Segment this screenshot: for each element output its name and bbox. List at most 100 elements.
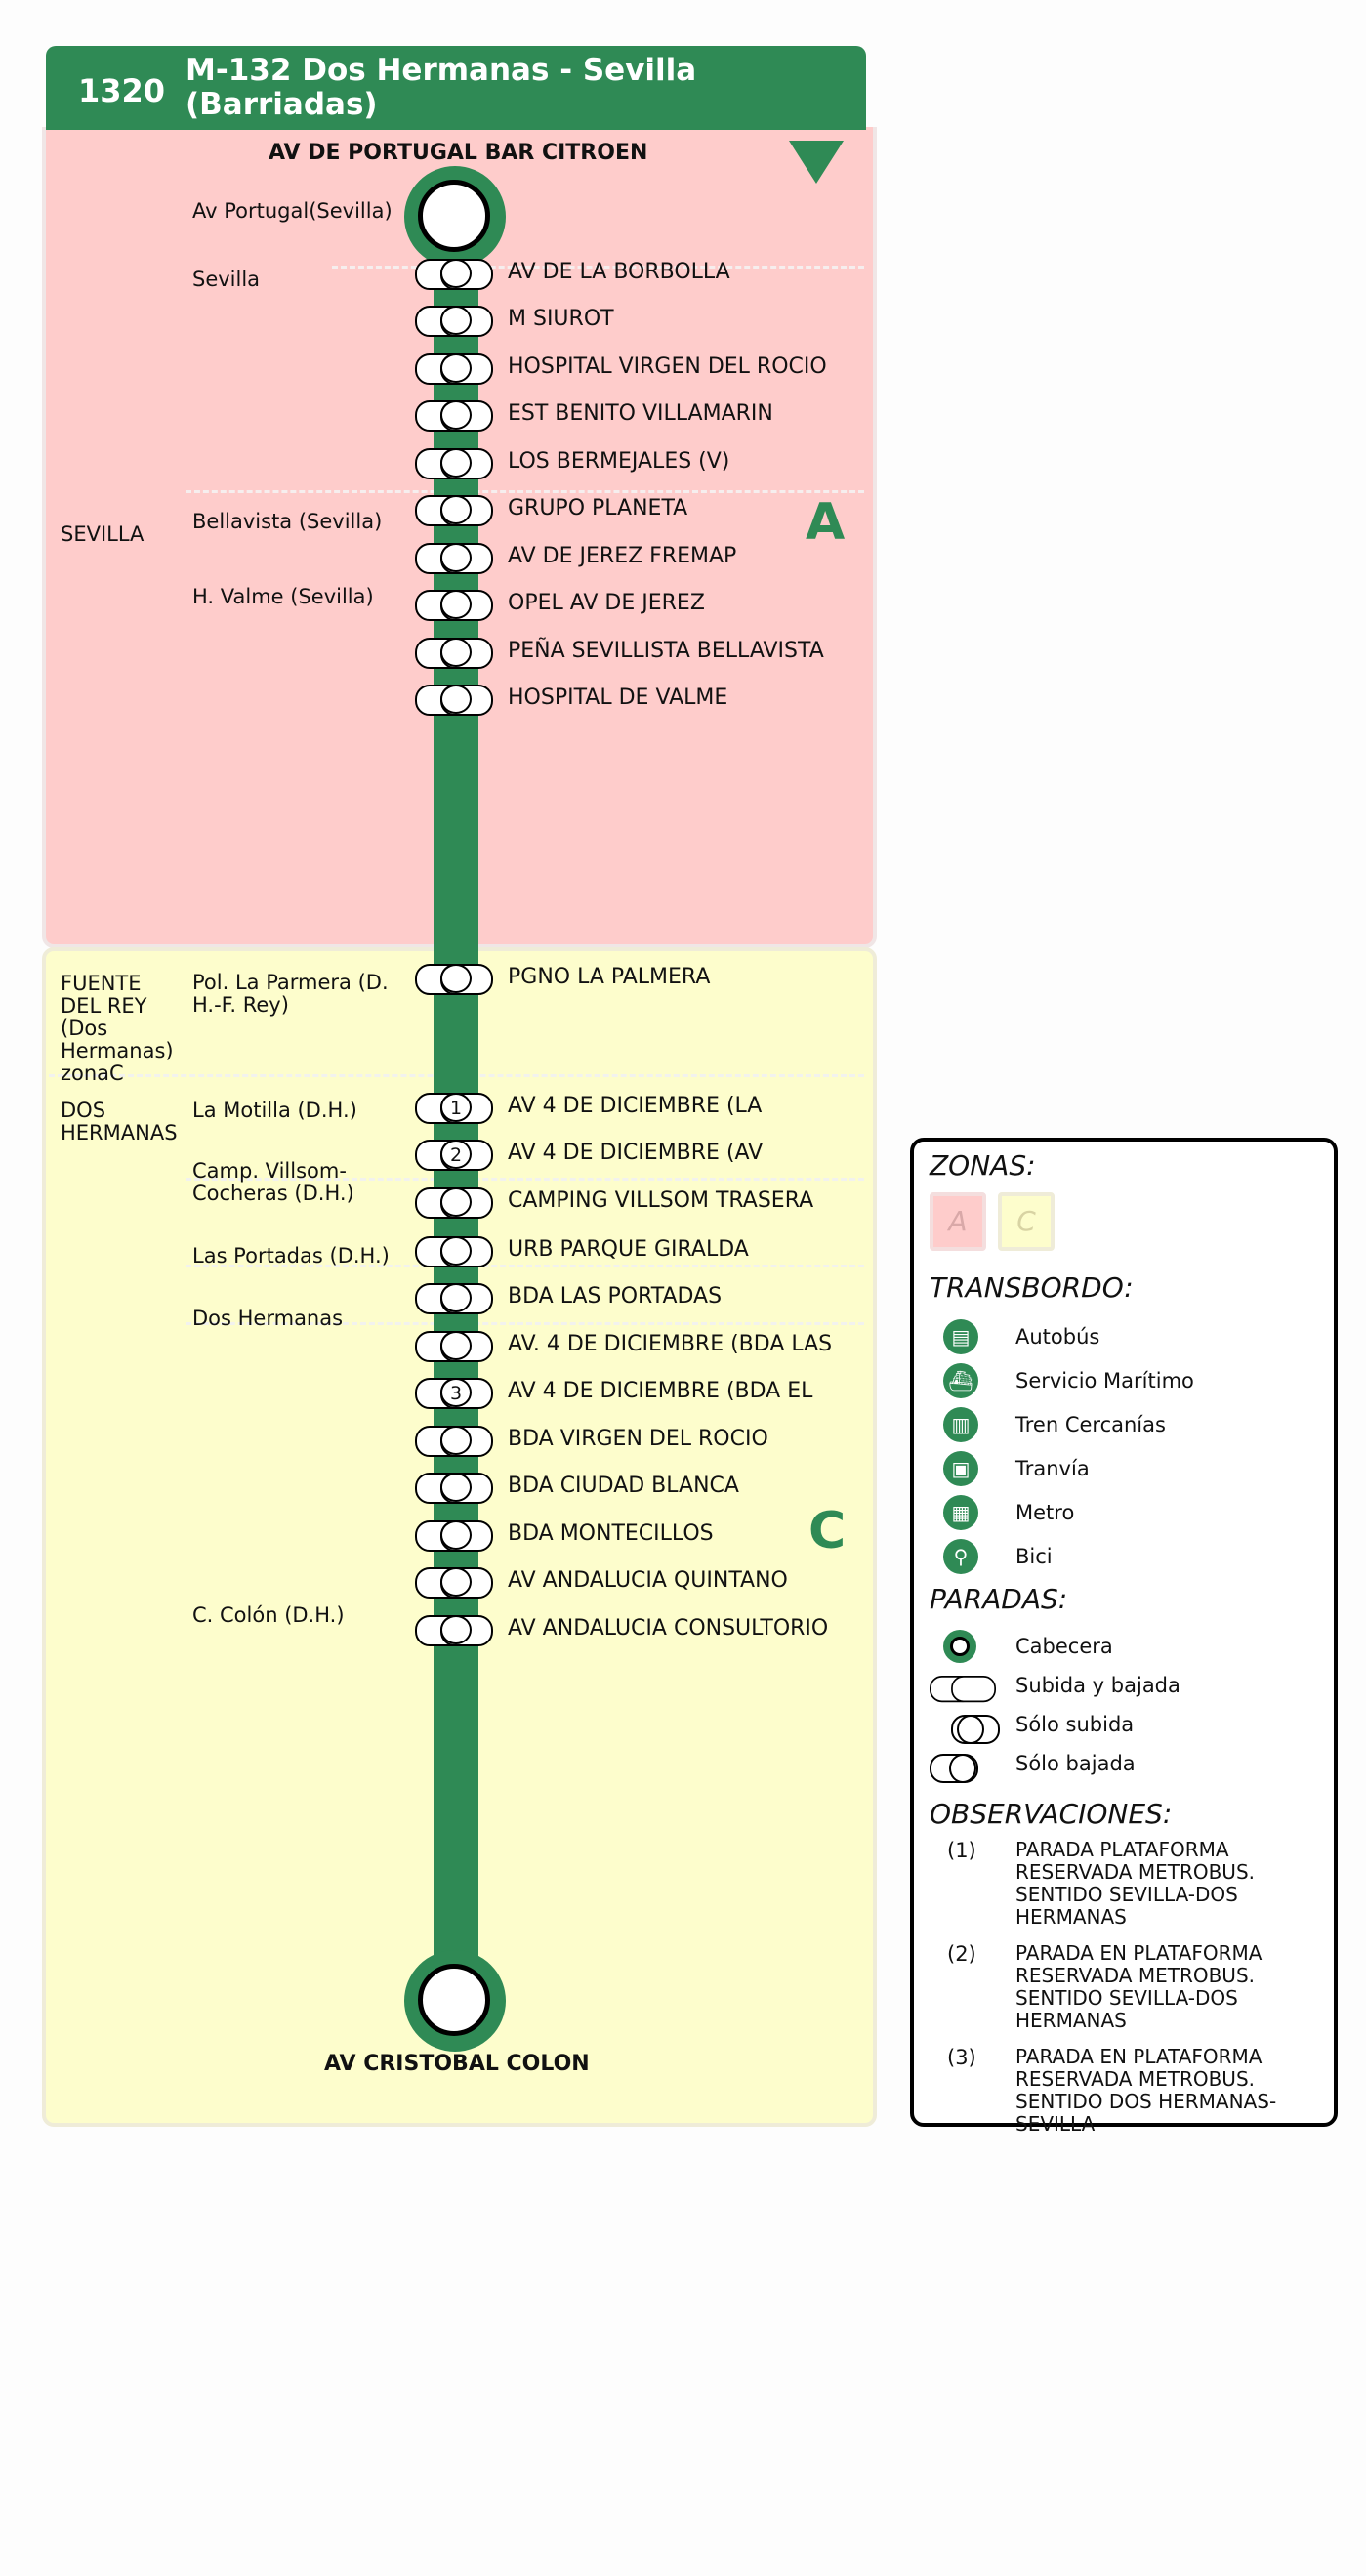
stop-marker: 1 bbox=[415, 1093, 493, 1124]
area-label: Bellavista (Sevilla) bbox=[192, 510, 383, 533]
stop-marker bbox=[415, 590, 493, 621]
stop-circle bbox=[440, 306, 472, 335]
municipality-sevilla: SEVILLA bbox=[61, 522, 145, 546]
transbordo-label: Autobús bbox=[1015, 1325, 1100, 1349]
stop-marker bbox=[415, 1473, 493, 1504]
area-separator bbox=[186, 1322, 864, 1325]
ship-icon: ⛴ bbox=[943, 1363, 978, 1398]
stop-circle bbox=[440, 1520, 472, 1550]
stop-name: AV ANDALUCIA QUINTANO bbox=[508, 1568, 788, 1593]
area-label: Sevilla bbox=[192, 268, 261, 291]
start-terminal bbox=[404, 166, 506, 268]
solo-bajada-icon bbox=[930, 1754, 978, 1783]
area-label: Pol. La Parmera (D. H.-F. Rey) bbox=[192, 971, 389, 1017]
stop-name: PGNO LA PALMERA bbox=[508, 965, 711, 989]
stop-marker bbox=[415, 400, 493, 432]
municipality-dos-hermanas: DOS HERMANAS bbox=[61, 1099, 178, 1144]
stop-marker bbox=[415, 1615, 493, 1646]
tram-icon: ▣ bbox=[943, 1451, 978, 1486]
observacion-number: (3) bbox=[947, 2046, 976, 2069]
zone-a-label: A bbox=[806, 493, 846, 552]
stop-marker bbox=[415, 448, 493, 479]
stop-circle bbox=[440, 495, 472, 524]
area-label: C. Colón (D.H.) bbox=[192, 1603, 345, 1627]
area-separator bbox=[332, 266, 864, 269]
transbordo-label: Metro bbox=[1015, 1501, 1075, 1524]
legend-panel: ZONAS: A C TRANSBORDO: ▤ Autobús ⛴ Servicio… bbox=[910, 1138, 1338, 2136]
stop-circle bbox=[440, 259, 472, 288]
stop-name: M SIUROT bbox=[508, 307, 614, 331]
stop-name: AV 4 DE DICIEMBRE (BDA EL bbox=[508, 1379, 813, 1403]
stop-marker bbox=[415, 1426, 493, 1457]
legend-parada-label: Sólo subida bbox=[1015, 1713, 1135, 1736]
stop-marker bbox=[415, 964, 493, 995]
stop-note-number: 2 bbox=[440, 1140, 472, 1169]
bike-icon: ⚲ bbox=[943, 1539, 978, 1574]
stop-circle bbox=[440, 590, 472, 619]
stop-circle bbox=[440, 1236, 472, 1266]
route-code: 1320 bbox=[78, 72, 166, 109]
stop-marker bbox=[415, 543, 493, 574]
municipality-fuente-del-rey: FUENTE DEL REY (Dos Hermanas) zonaC bbox=[61, 972, 174, 1085]
transbordo-label: Servicio Marítimo bbox=[1015, 1369, 1194, 1392]
stop-marker bbox=[415, 1187, 493, 1219]
legend-parada-label: Cabecera bbox=[1015, 1635, 1113, 1658]
stop-name: EST BENITO VILLAMARIN bbox=[508, 401, 773, 426]
stop-circle bbox=[440, 1331, 472, 1360]
train-icon: ▥ bbox=[943, 1407, 978, 1442]
legend-transbordo-title: TRANSBORDO: bbox=[930, 1271, 1134, 1304]
stop-marker bbox=[415, 638, 493, 669]
stop-marker bbox=[415, 1236, 493, 1267]
stop-marker bbox=[415, 259, 493, 290]
stop-circle bbox=[440, 448, 472, 478]
stop-marker bbox=[415, 1331, 493, 1362]
stop-marker bbox=[415, 306, 493, 337]
legend-zonas-title: ZONAS: bbox=[930, 1149, 1036, 1182]
legend-parada-label: Subida y bajada bbox=[1015, 1674, 1180, 1697]
stop-marker: 2 bbox=[415, 1140, 493, 1171]
stop-marker bbox=[415, 1520, 493, 1552]
transbordo-label: Tren Cercanías bbox=[1015, 1413, 1166, 1436]
stop-circle bbox=[440, 638, 472, 667]
observacion-text: PARADA EN PLATAFORMA RESERVADA METROBUS.… bbox=[1015, 2045, 1277, 2136]
stop-circle bbox=[440, 964, 472, 993]
stop-name: AV ANDALUCIA CONSULTORIO bbox=[508, 1616, 829, 1641]
stop-name: AV 4 DE DICIEMBRE (LA bbox=[508, 1094, 763, 1118]
stop-circle bbox=[440, 1426, 472, 1455]
start-terminal-name: AV DE PORTUGAL BAR CITROEN bbox=[269, 141, 648, 165]
stop-name: GRUPO PLANETA bbox=[508, 496, 688, 520]
solo-subida-icon bbox=[951, 1715, 1000, 1744]
stop-circle bbox=[440, 1473, 472, 1502]
legend-zone-a: A bbox=[930, 1192, 986, 1251]
stop-name: PEÑA SEVILLISTA BELLAVISTA bbox=[508, 639, 824, 663]
stop-name: AV. 4 DE DICIEMBRE (BDA LAS bbox=[508, 1332, 833, 1356]
observacion-text: PARADA EN PLATAFORMA RESERVADA METROBUS.… bbox=[1015, 1941, 1263, 2032]
transbordo-label: Bici bbox=[1015, 1545, 1053, 1568]
subida-bajada-icon bbox=[930, 1676, 996, 1703]
stop-marker bbox=[415, 1283, 493, 1314]
stop-note-number: 1 bbox=[440, 1093, 472, 1122]
bus-icon: ▤ bbox=[943, 1319, 978, 1354]
stop-circle bbox=[440, 353, 472, 383]
stop-note-number: 3 bbox=[440, 1378, 472, 1407]
area-separator bbox=[186, 1265, 864, 1267]
stop-name: BDA CIUDAD BLANCA bbox=[508, 1474, 739, 1498]
stop-circle bbox=[440, 543, 472, 572]
stop-name: URB PARQUE GIRALDA bbox=[508, 1237, 749, 1262]
triangle-down-icon bbox=[789, 141, 844, 184]
legend-zone-c: C bbox=[998, 1192, 1055, 1251]
stop-circle bbox=[440, 1615, 472, 1644]
stop-name: BDA VIRGEN DEL ROCIO bbox=[508, 1427, 768, 1451]
route-header: 1320 M-132 Dos Hermanas - Sevilla (Barri… bbox=[46, 46, 866, 130]
stop-circle bbox=[440, 1283, 472, 1312]
transbordo-label: Tranvía bbox=[1015, 1457, 1090, 1480]
stop-name: HOSPITAL DE VALME bbox=[508, 686, 728, 710]
stop-marker: 3 bbox=[415, 1378, 493, 1409]
area-label: La Motilla (D.H.) bbox=[192, 1099, 357, 1122]
stop-name: HOSPITAL VIRGEN DEL ROCIO bbox=[508, 354, 827, 379]
area-label: H. Valme (Sevilla) bbox=[192, 585, 374, 608]
legend-parada-label: Sólo bajada bbox=[1015, 1752, 1136, 1775]
legend-observaciones-title: OBSERVACIONES: bbox=[930, 1798, 1173, 1830]
stop-name: AV DE LA BORBOLLA bbox=[508, 260, 730, 284]
zone-c-label: C bbox=[808, 1502, 847, 1560]
